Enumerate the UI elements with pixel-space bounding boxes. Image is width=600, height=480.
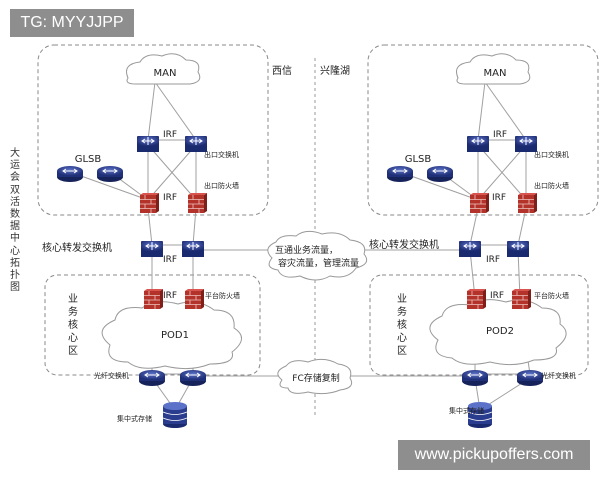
diagram-title: 大运会双活数据中心拓扑图 xyxy=(10,148,20,294)
right-pod-cloud xyxy=(429,299,567,366)
left-core-switch-1 xyxy=(140,240,164,258)
right-egress-firewall-2 xyxy=(517,192,538,214)
left-platform-firewall-1 xyxy=(143,288,164,310)
left-egress-zone xyxy=(37,44,269,216)
right-core-switch-2 xyxy=(506,240,530,258)
right-egress-switch-2 xyxy=(514,135,538,153)
left-egress-switch-1 xyxy=(136,135,160,153)
core-traffic-label-1: 互通业务流量， xyxy=(275,244,338,256)
right-egress-switch-1 xyxy=(466,135,490,153)
right-fiber-switch-2 xyxy=(516,369,544,387)
right-storage xyxy=(467,401,493,429)
right-core-switch-label: 核心转发交换机 xyxy=(369,238,439,251)
left-platform-firewall-2 xyxy=(184,288,205,310)
right-gslb-2 xyxy=(426,165,454,183)
right-irf-platform-label: IRF xyxy=(490,291,504,301)
left-pod-cloud xyxy=(101,301,242,370)
right-irf-core-label: IRF xyxy=(486,255,500,265)
left-gslb-2 xyxy=(96,165,124,183)
left-irf-top-label: IRF xyxy=(163,130,177,140)
left-business-zone-label: 业务核心区 xyxy=(68,294,78,357)
left-fiber-switch-2 xyxy=(179,369,207,387)
left-egress-switch-label: 出口交换机 xyxy=(204,150,239,159)
left-egress-firewall-label: 出口防火墙 xyxy=(204,181,239,190)
right-storage-label: 集中式存储 xyxy=(449,406,484,415)
right-gslb-label: GLSB xyxy=(405,154,432,165)
right-site-name: 兴隆湖 xyxy=(320,64,350,77)
left-storage xyxy=(162,401,188,429)
site-watermark: www.pickupoffers.com xyxy=(398,440,590,470)
right-man-cloud xyxy=(456,53,531,85)
right-egress-firewall-1 xyxy=(469,192,490,214)
right-egress-firewall-label: 出口防火墙 xyxy=(534,181,569,190)
right-irf-top-label: IRF xyxy=(493,130,507,140)
left-core-switch-label: 核心转发交换机 xyxy=(42,241,112,254)
right-egress-switch-label: 出口交换机 xyxy=(534,150,569,159)
right-pod-label: POD2 xyxy=(486,326,514,337)
tg-watermark: TG: MYYJJPP xyxy=(10,9,134,37)
right-core-switch-1 xyxy=(458,240,482,258)
right-fiber-switch-1 xyxy=(461,369,489,387)
right-man-label: MAN xyxy=(484,68,507,79)
left-fiber-switch-label: 光纤交换机 xyxy=(94,371,129,380)
left-egress-firewall-2 xyxy=(187,192,208,214)
right-irf-fw-label: IRF xyxy=(492,193,506,203)
right-gslb-1 xyxy=(386,165,414,183)
left-egress-switch-2 xyxy=(184,135,208,153)
left-site-name: 西信 xyxy=(272,65,292,77)
left-platform-firewall-label: 平台防火墙 xyxy=(205,291,240,300)
core-traffic-label-2: 容灾流量，管理流量 xyxy=(278,257,359,269)
fc-cloud xyxy=(277,358,353,395)
left-irf-core-label: IRF xyxy=(163,255,177,265)
core-traffic-cloud xyxy=(267,230,368,281)
left-man-cloud xyxy=(126,53,201,85)
left-man-label: MAN xyxy=(154,68,177,79)
right-platform-firewall-2 xyxy=(511,288,532,310)
left-storage-label: 集中式存储 xyxy=(117,414,152,423)
right-egress-zone xyxy=(367,44,599,216)
right-business-zone-label: 业务核心区 xyxy=(397,294,407,357)
left-fiber-switch-1 xyxy=(138,369,166,387)
left-egress-firewall-1 xyxy=(139,192,160,214)
right-platform-firewall-1 xyxy=(466,288,487,310)
left-core-switch-2 xyxy=(181,240,205,258)
left-pod-label: POD1 xyxy=(161,330,189,341)
left-irf-platform-label: IRF xyxy=(163,291,177,301)
right-fiber-switch-label: 光纤交换机 xyxy=(541,371,576,380)
right-platform-firewall-label: 平台防火墙 xyxy=(534,291,569,300)
left-irf-fw-label: IRF xyxy=(163,193,177,203)
fc-replication-label: FC存储复制 xyxy=(292,372,339,384)
left-gslb-1 xyxy=(56,165,84,183)
left-gslb-label: GLSB xyxy=(75,154,102,165)
